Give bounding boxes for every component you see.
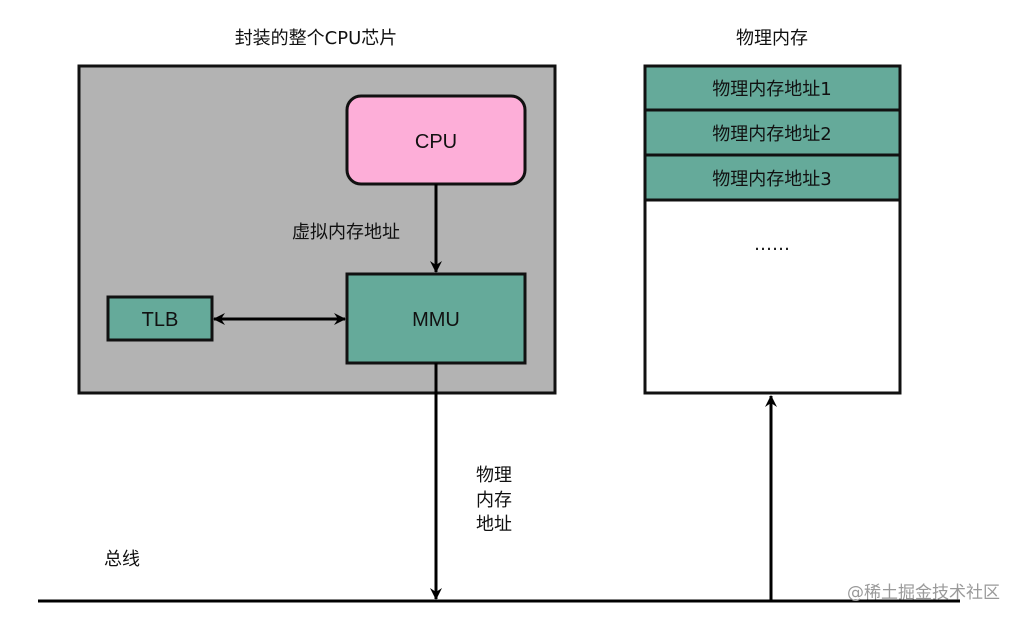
memory-row: 物理内存地址3 xyxy=(643,153,902,202)
bus-label: 总线 xyxy=(104,549,140,570)
memory-row-label-3: 物理内存地址3 xyxy=(712,169,831,190)
memory-ellipsis: …… xyxy=(754,234,790,255)
tlb-box xyxy=(106,295,214,342)
mmu-label: MMU xyxy=(412,309,460,331)
virtual-address-label: 虚拟内存地址 xyxy=(292,222,400,243)
physical-address-label-line1: 物理 xyxy=(476,465,512,486)
memory-row: 物理内存地址1 xyxy=(643,64,902,112)
tlb-label: TLB xyxy=(142,309,179,331)
memory-title: 物理内存 xyxy=(736,28,808,49)
physical-address-label-line2: 内存 xyxy=(476,490,512,511)
memory-row-label-2: 物理内存地址2 xyxy=(712,124,831,145)
memory-row: 物理内存地址2 xyxy=(643,108,902,157)
memory-row-label-1: 物理内存地址1 xyxy=(712,79,831,100)
cpu-label: CPU xyxy=(415,131,457,153)
watermark: @稀土掘金技术社区 xyxy=(847,583,1000,603)
chip-title: 封装的整个CPU芯片 xyxy=(235,28,398,49)
physical-address-label-line3: 地址 xyxy=(476,514,512,535)
